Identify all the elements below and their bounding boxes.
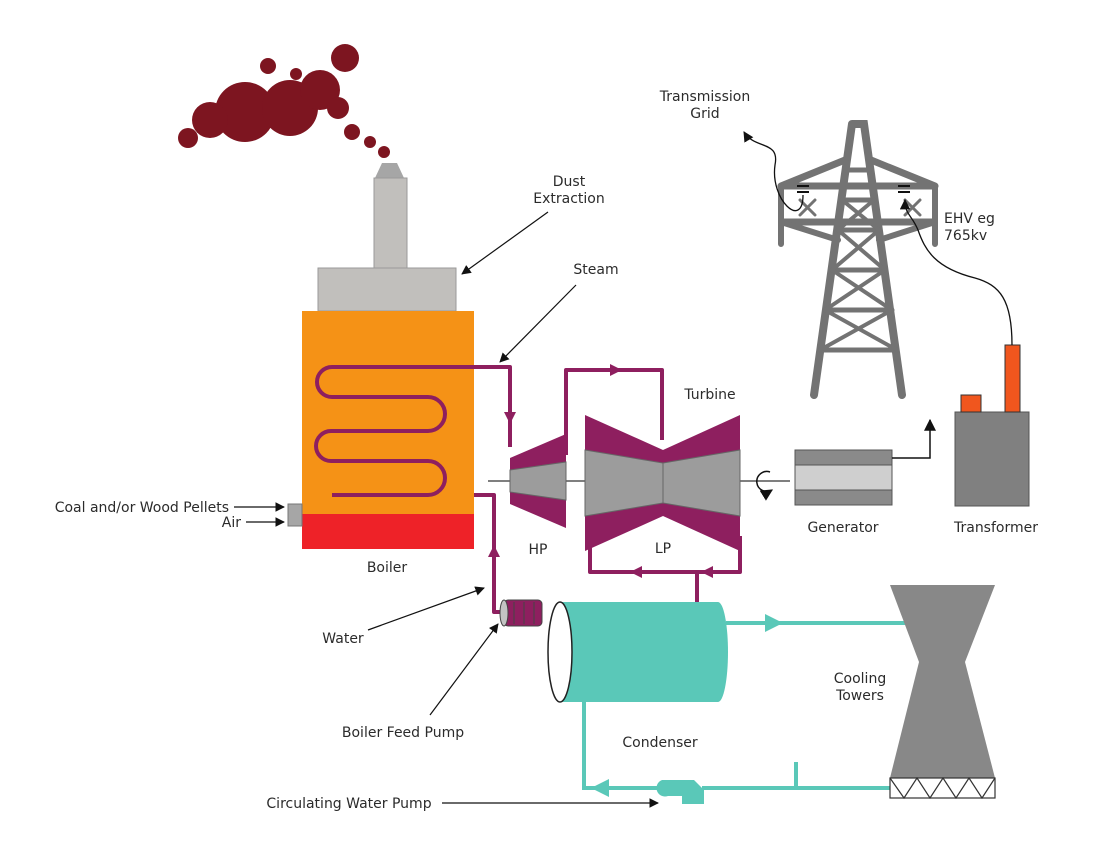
label-generator: Generator xyxy=(807,520,878,536)
label-cooling-towers-2: Towers xyxy=(835,688,884,704)
label-boiler-feed-pump: Boiler Feed Pump xyxy=(342,725,464,741)
circulating-water-pump xyxy=(656,780,704,804)
generator xyxy=(794,449,893,506)
label-dust-extraction: Dust xyxy=(553,174,586,190)
label-coal: Coal and/or Wood Pellets xyxy=(55,500,229,516)
transformer xyxy=(954,344,1030,507)
cooling-water-pipework xyxy=(582,621,905,790)
label-ehv-2: 765kv xyxy=(944,228,987,244)
cooling-tower xyxy=(889,585,996,800)
label-boiler: Boiler xyxy=(367,560,408,576)
label-transmission-grid: Transmission xyxy=(659,89,750,105)
boiler-body xyxy=(302,311,474,516)
cooling-water-arrows xyxy=(591,614,783,797)
generator-transformer-link xyxy=(892,418,936,459)
label-lp: LP xyxy=(655,541,671,557)
label-ehv: EHV eg xyxy=(944,211,995,227)
hp-turbine xyxy=(509,434,567,528)
label-transformer: Transformer xyxy=(953,520,1038,536)
pylon-insulators xyxy=(797,185,910,193)
label-steam: Steam xyxy=(573,262,618,278)
label-dust-extraction-2: Extraction xyxy=(533,191,604,207)
ehv-wire xyxy=(899,198,1013,346)
label-transmission-grid-2: Grid xyxy=(690,106,719,122)
label-air: Air xyxy=(222,515,241,531)
steam-flow-arrows xyxy=(488,364,713,578)
boiler-feed-pump xyxy=(499,599,543,627)
label-cooling-towers: Cooling xyxy=(834,671,886,687)
boiler-furnace xyxy=(302,514,474,549)
smoke-cloud xyxy=(178,44,390,158)
condenser xyxy=(547,601,728,703)
lp-turbine xyxy=(584,415,741,551)
callout-arrows xyxy=(234,211,659,808)
label-condenser: Condenser xyxy=(622,735,697,751)
chimney xyxy=(373,163,408,271)
fuel-inlet xyxy=(287,503,303,527)
grid-wire xyxy=(743,131,804,211)
label-circulating-water-pump: Circulating Water Pump xyxy=(266,796,431,812)
label-hp: HP xyxy=(529,542,548,558)
dust-extraction-unit xyxy=(317,267,457,312)
label-water: Water xyxy=(322,631,364,647)
label-turbine: Turbine xyxy=(683,387,735,403)
rotation-arrow xyxy=(756,470,774,501)
transmission-pylon xyxy=(777,120,939,399)
